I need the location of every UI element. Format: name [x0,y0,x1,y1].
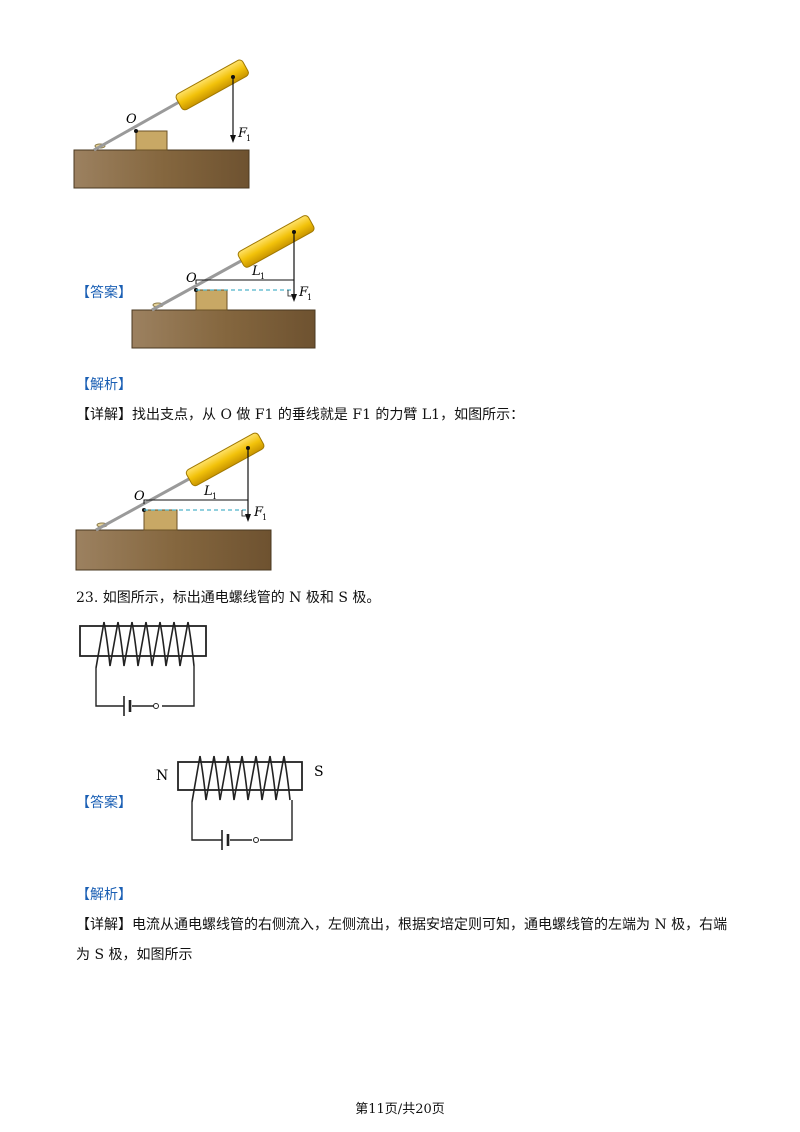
fulcrum-point [134,129,138,133]
label-N: N [156,768,168,784]
right-angle-mark [241,510,248,517]
table [131,309,316,349]
label-S: S [314,764,324,780]
lever-arm-brace [195,279,295,284]
solenoid-coil [191,755,291,803]
screwdriver-handle [185,432,265,487]
switch-terminal [253,837,259,843]
question-23: 23. 如图所示，标出通电螺线管的 N 极和 S 极。 [76,590,381,606]
circuit-wire [95,666,195,707]
block [195,289,228,311]
label-F: F [253,505,264,520]
table [75,529,272,571]
solenoid-core [79,625,207,657]
screwdriver-shaft [93,95,189,152]
lever-figure-detail: O L 1 F 1 [75,432,272,571]
label-F-sub: 1 [246,134,251,143]
analysis-tag-q23: 【解析】 [76,887,132,903]
label-O: O [126,112,137,127]
page-number: 第11页/共20页 [355,1102,445,1117]
detail-text-q23: 【详解】电流从通电螺线管的右侧流入，左侧流出，根据安培定则可知，通电螺线管的左端… [76,917,728,963]
block [135,130,168,151]
lever-arm-brace [143,499,249,504]
solenoid-figure-answer: N S [156,755,324,850]
force-point [231,75,235,79]
label-O: O [186,271,197,286]
lever-figure-answer: O L 1 F 1 [131,215,316,349]
screwdriver-shaft [95,472,199,532]
answer-tag: 【答案】 [76,285,132,301]
force-arrow-head [291,294,297,302]
right-angle-mark [287,290,294,297]
label-L-sub: 1 [212,492,217,501]
screwdriver-shaft [151,254,251,312]
block [143,509,178,531]
label-L-sub: 1 [260,272,265,281]
label-F: F [298,285,309,300]
answer-tag-q23: 【答案】 [76,795,132,811]
label-F: F [237,126,248,141]
force-point [292,230,296,234]
detail-text-q22: 【详解】找出支点，从 O 做 F1 的垂线就是 F1 的力臂 L1，如图所示： [76,407,525,423]
label-L: L [251,264,261,279]
table [73,149,250,189]
label-O: O [134,489,145,504]
force-arrow-head [230,135,236,143]
circuit-wire [191,800,293,841]
screwdriver-handle [175,59,249,111]
label-F-sub: 1 [262,513,267,522]
solenoid-figure-question [79,621,207,716]
lever-figure-question: O F 1 [73,59,251,189]
screwdriver-handle [237,215,315,268]
switch-terminal [153,703,159,709]
label-F-sub: 1 [307,293,312,302]
force-arrow-head [245,514,251,522]
solenoid-core [177,761,303,791]
label-L: L [203,484,213,499]
analysis-tag: 【解析】 [76,377,132,393]
force-point [246,446,250,450]
solenoid-coil [95,621,195,669]
